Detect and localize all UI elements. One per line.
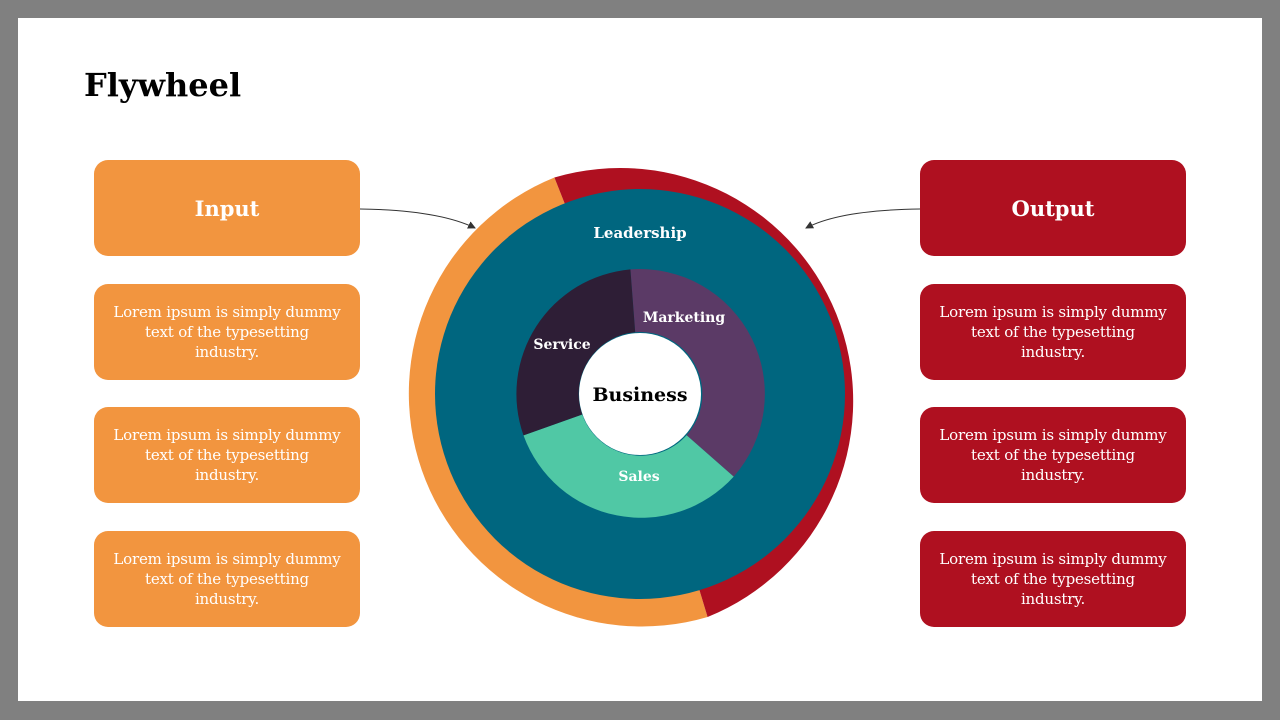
output-item-text: Lorem ipsum is simply dummy text of the … [939, 426, 1167, 484]
segment-service [516, 269, 636, 436]
leadership-label: Leadership [593, 224, 686, 242]
input-connector-arrow [359, 208, 476, 229]
center-circle [579, 333, 701, 455]
input-item-box: Lorem ipsum is simply dummy text of the … [94, 407, 360, 503]
slide: Flywheel Input Lorem ipsum is simply dum… [18, 18, 1262, 701]
input-item-box: Lorem ipsum is simply dummy text of the … [94, 531, 360, 627]
service-label: Service [533, 337, 590, 353]
output-item-text: Lorem ipsum is simply dummy text of the … [939, 550, 1167, 608]
output-heading-box: Output [920, 160, 1186, 256]
input-item-text: Lorem ipsum is simply dummy text of the … [113, 303, 341, 361]
center-label: Business [592, 384, 687, 406]
output-item-text: Lorem ipsum is simply dummy text of the … [939, 303, 1167, 361]
output-item-box: Lorem ipsum is simply dummy text of the … [920, 407, 1186, 503]
input-item-text: Lorem ipsum is simply dummy text of the … [113, 426, 341, 484]
sales-label: Sales [618, 469, 659, 485]
output-connector-arrow [805, 208, 921, 229]
segment-marketing [630, 269, 765, 477]
marketing-label: Marketing [643, 310, 726, 326]
output-item-box: Lorem ipsum is simply dummy text of the … [920, 531, 1186, 627]
input-heading: Input [194, 195, 260, 221]
input-heading-box: Input [94, 160, 360, 256]
input-item-box: Lorem ipsum is simply dummy text of the … [94, 284, 360, 380]
output-heading: Output [1011, 195, 1095, 221]
input-item-text: Lorem ipsum is simply dummy text of the … [113, 550, 341, 608]
segment-sales [523, 414, 734, 518]
output-item-box: Lorem ipsum is simply dummy text of the … [920, 284, 1186, 380]
flywheel-diagram: Business Leadership Marketing Sales Serv… [359, 168, 921, 627]
slide-title: Flywheel [84, 66, 242, 104]
